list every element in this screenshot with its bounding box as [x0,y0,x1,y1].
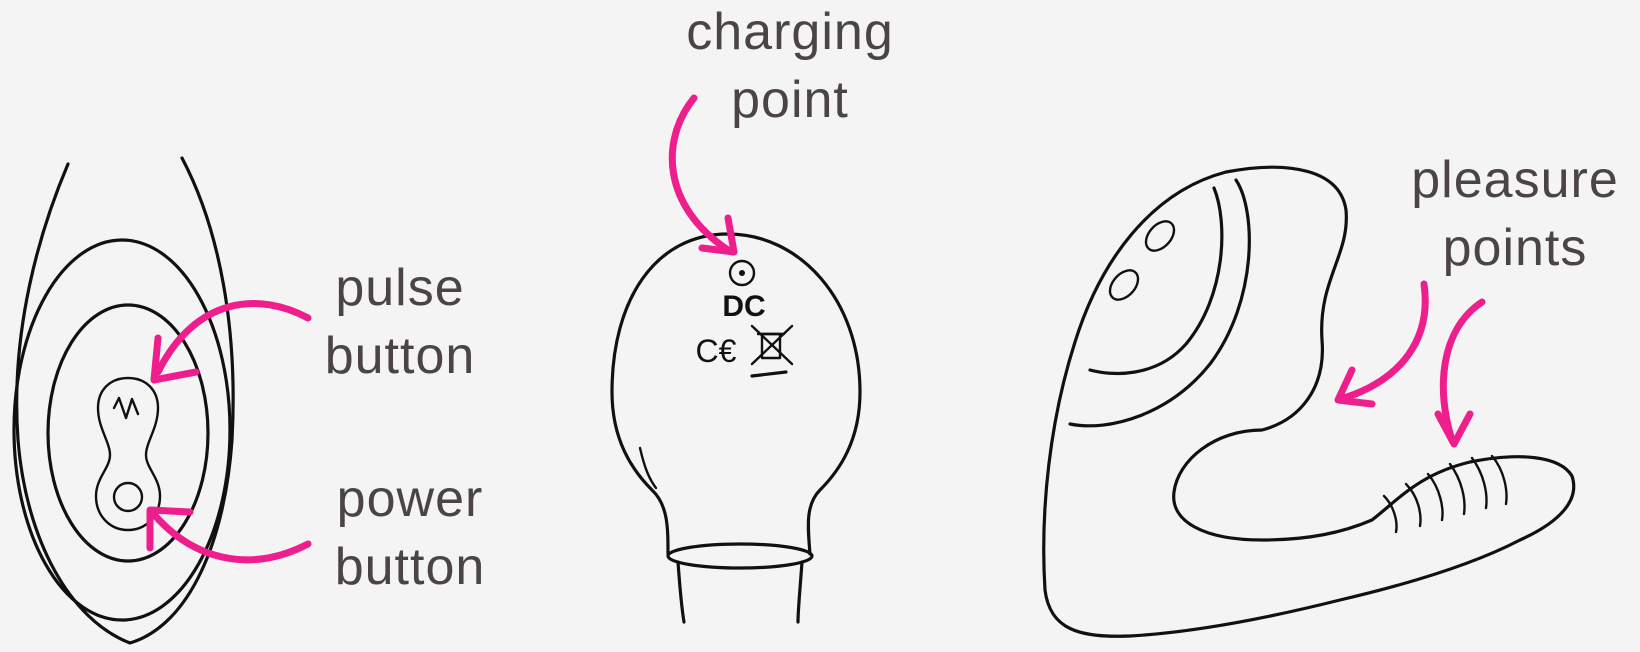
pulse-button-label-line-2: button [324,327,476,385]
device-side-band-inner [1088,186,1224,376]
pulse-button-icon [112,396,140,420]
pulse-arrow-shaft [154,300,312,376]
charging-arrow-shaft [668,94,732,254]
pulse-button-label: pulse button [300,254,500,390]
device-side-body [1042,165,1576,638]
power-arrow-head [146,506,194,552]
pulse-button-label-line-1: pulse [335,259,465,317]
charging-arrow [668,94,738,256]
button-capsule [94,376,162,532]
power-button-icon [112,481,144,513]
charging-point-label-line-1: charging [686,3,894,61]
charging-point-label: charging point [640,0,940,134]
charging-point-label-line-2: point [731,71,849,129]
ribbed-tip [1382,454,1508,534]
dc-marking: DC [722,290,765,323]
pulse-arrow-head [150,334,200,384]
pleasure-points-label-line-2: points [1442,219,1588,277]
charging-port-icon [728,259,756,287]
device-side [1042,165,1576,638]
pleasure-arrow-1-shaft [1340,280,1429,402]
pleasure-arrow-2 [1434,298,1486,448]
pleasure-arrow-1-head [1334,366,1376,408]
weee-bin-icon [750,324,794,378]
device-front-ring-outer [12,238,232,622]
ce-marking: C€ [696,333,737,369]
side-button-bottom [1108,269,1140,301]
pleasure-arrow-2-head [1434,410,1474,448]
charging-port-dot [739,270,745,276]
device-side-band-outer [1068,178,1251,428]
power-arrow [146,506,312,564]
power-button-label-line-2: button [334,538,486,596]
side-button-top [1144,220,1176,252]
device-base-handle [676,560,804,624]
pleasure-points-label-line-1: pleasure [1411,151,1619,209]
pleasure-points-label: pleasure points [1390,146,1640,282]
device-front [12,156,235,645]
device-base-collar [666,542,814,570]
power-arrow-shaft [148,508,312,564]
device-base-seam [638,446,658,490]
power-button-label-line-1: power [336,470,484,528]
pleasure-arrow-1 [1334,280,1429,408]
pulse-arrow [150,300,312,384]
device-front-body [15,156,235,645]
power-button-label: power button [300,465,520,601]
device-base-body [610,232,862,556]
device-front-ring-inner [46,303,210,563]
pleasure-arrow-2-shaft [1439,298,1486,444]
device-base: DC C€ [610,232,862,624]
charging-arrow-head [698,214,738,256]
